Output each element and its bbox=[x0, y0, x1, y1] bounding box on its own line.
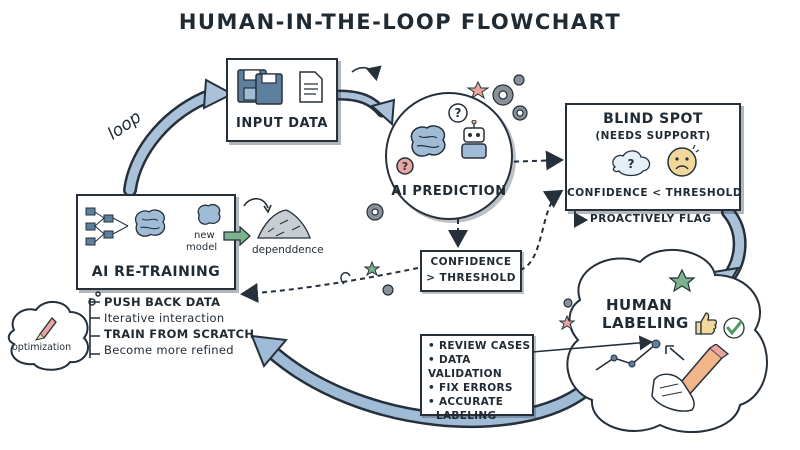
list-item: PUSH BACK DATA bbox=[104, 295, 221, 309]
loop-arrow bbox=[123, 88, 219, 197]
optimization-cloud bbox=[7, 301, 89, 371]
ai-retraining-node: new model AI RE-TRAINING bbox=[76, 194, 236, 290]
new-model-label-line2: model bbox=[186, 242, 218, 253]
confidence-gate-node: CONFIDENCE > THRESHOLD bbox=[420, 250, 522, 292]
floppy-disk-icon bbox=[237, 69, 283, 105]
data-pile-icon bbox=[257, 209, 311, 239]
human-labeling-title-line2: LABELING bbox=[602, 314, 689, 332]
question-bubble-icon: ? bbox=[448, 103, 468, 123]
labeling-tasks-list: • REVIEW CASES • DATA VALIDATION • FIX E… bbox=[428, 339, 532, 423]
prediction-to-blindspot-arrow bbox=[504, 150, 564, 171]
retraining-notes-list: PUSH BACK DATA Iterative interaction TRA… bbox=[104, 294, 254, 358]
up-arrow-icon bbox=[665, 345, 685, 361]
robot-icon bbox=[461, 120, 487, 159]
list-item: • ACCURATE bbox=[428, 396, 504, 408]
document-icon bbox=[299, 71, 323, 103]
list-item: TRAIN FROM SCRATCH bbox=[104, 327, 255, 341]
star-icon bbox=[558, 314, 576, 331]
curved-arrow-icon bbox=[243, 197, 272, 214]
labeling-tasks-node: • REVIEW CASES • DATA VALIDATION • FIX E… bbox=[420, 334, 534, 422]
thumbs-up-icon bbox=[695, 312, 718, 335]
rocket-icon bbox=[34, 317, 57, 341]
brain-icon bbox=[135, 209, 166, 237]
svg-text:?: ? bbox=[628, 157, 635, 171]
small-brain-icon bbox=[197, 203, 221, 225]
human-labeling-cloud bbox=[566, 248, 768, 433]
blind-spot-node: BLIND SPOT (NEEDS SUPPORT) ? CONFIDENCE … bbox=[565, 103, 743, 211]
dependence-label: dependdence bbox=[252, 244, 324, 256]
svg-text:?: ? bbox=[455, 106, 462, 120]
pencil-hand-icon bbox=[651, 344, 730, 412]
blind-spot-sublabel: (NEEDS SUPPORT) bbox=[595, 130, 711, 142]
optimization-label: optimization bbox=[12, 342, 72, 353]
trend-chart-icon bbox=[595, 339, 661, 371]
svg-text:?: ? bbox=[402, 160, 408, 173]
confidence-gate-line2: > THRESHOLD bbox=[426, 272, 516, 284]
human-labeling-title-line1: HUMAN bbox=[606, 296, 673, 314]
page-title: HUMAN-IN-THE-LOOP FLOWCHART bbox=[178, 10, 622, 34]
ai-prediction-label: AI PREDICTION bbox=[391, 184, 507, 199]
ai-prediction-node: ? ? AI PREDICTION bbox=[385, 92, 513, 220]
list-item: Iterative interaction bbox=[104, 311, 225, 325]
input-data-label: INPUT DATA bbox=[236, 116, 328, 131]
star-icon bbox=[668, 268, 696, 293]
new-model-label: new bbox=[194, 230, 215, 241]
dependence-arrow bbox=[223, 226, 251, 246]
gear-icon bbox=[366, 74, 573, 308]
gate-to-retraining-arrow bbox=[240, 267, 419, 303]
star-icon bbox=[466, 80, 490, 100]
brain-icon bbox=[410, 125, 446, 157]
neural-network-icon bbox=[85, 207, 129, 246]
list-item: Become more refined bbox=[104, 343, 234, 357]
worried-face-icon bbox=[667, 145, 699, 177]
list-item: • FIX ERRORS bbox=[428, 382, 513, 394]
confidence-gate-line1: CONFIDENCE bbox=[430, 256, 512, 268]
question-bubble-icon: ? bbox=[396, 157, 414, 175]
input-data-node: INPUT DATA bbox=[226, 58, 338, 142]
list-item: LABELING bbox=[436, 410, 497, 422]
proactively-flag-label: PROACTIVELY FLAG bbox=[590, 213, 712, 225]
list-item: • DATA VALIDATION bbox=[428, 354, 502, 380]
ai-retraining-label: AI RE-TRAINING bbox=[91, 264, 221, 280]
blind-spot-condition: CONFIDENCE < THRESHOLD bbox=[567, 187, 743, 199]
thought-cloud-icon: ? bbox=[612, 150, 651, 177]
star-icon bbox=[363, 260, 381, 277]
blind-spot-label: BLIND SPOT bbox=[603, 111, 703, 127]
list-item: • REVIEW CASES bbox=[428, 340, 531, 352]
checkmark-icon bbox=[723, 317, 745, 339]
